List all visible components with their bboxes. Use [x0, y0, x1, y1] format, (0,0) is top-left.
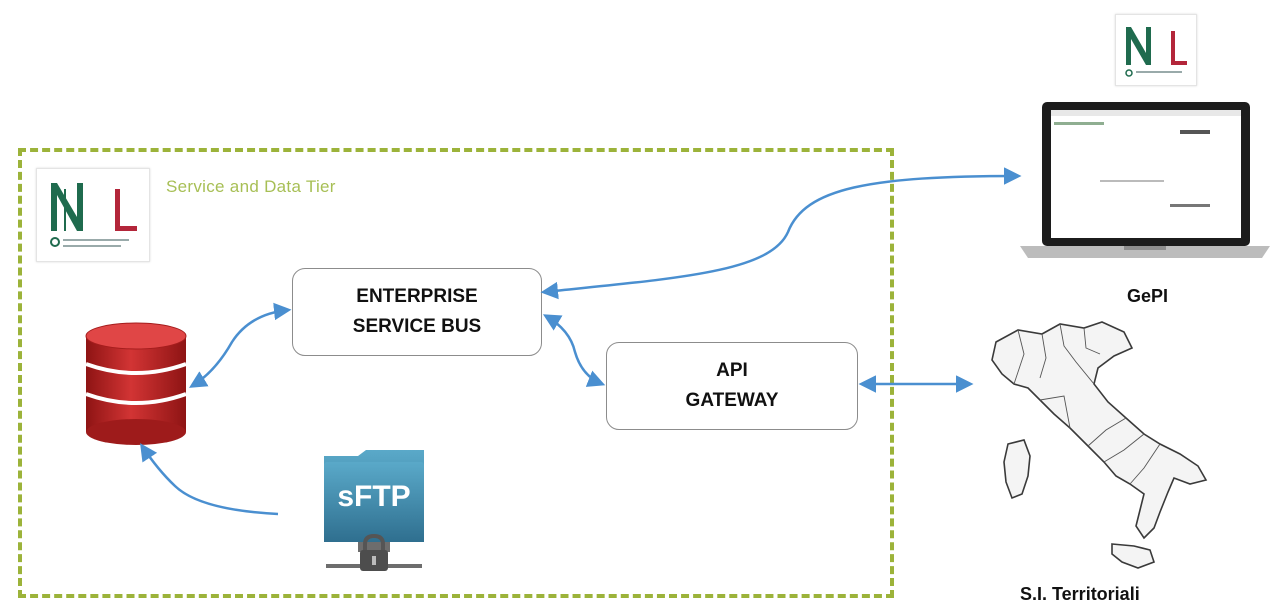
esb-line1: ENTERPRISE [356, 286, 478, 307]
sftp-folder-icon: sFTP [318, 446, 430, 574]
gepi-label: GePI [1127, 286, 1169, 306]
logo-icon [36, 168, 150, 262]
api-line1: API [716, 360, 748, 381]
arrow-sftp-database [140, 443, 279, 516]
italy-map-icon [984, 318, 1216, 576]
laptop-icon [1020, 100, 1270, 262]
sftp-label: sFTP [337, 480, 411, 513]
service-data-tier-boundary [18, 148, 894, 598]
api-line2: GATEWAY [685, 390, 779, 411]
database-icon [84, 322, 188, 446]
arrow-esb-laptop [540, 167, 1022, 300]
api-gateway-box[interactable]: API GATEWAY [606, 342, 858, 430]
logo-icon [1115, 14, 1197, 86]
enterprise-service-bus-box[interactable]: ENTERPRISE SERVICE BUS [292, 268, 542, 356]
territoriali-label: S.I. Territoriali [1020, 584, 1140, 604]
tier-label: Service and Data Tier [166, 177, 336, 196]
padlock-icon [356, 533, 392, 572]
arrow-esb-database [189, 302, 292, 388]
arrow-esb-api [542, 314, 606, 387]
esb-line2: SERVICE BUS [352, 316, 482, 337]
